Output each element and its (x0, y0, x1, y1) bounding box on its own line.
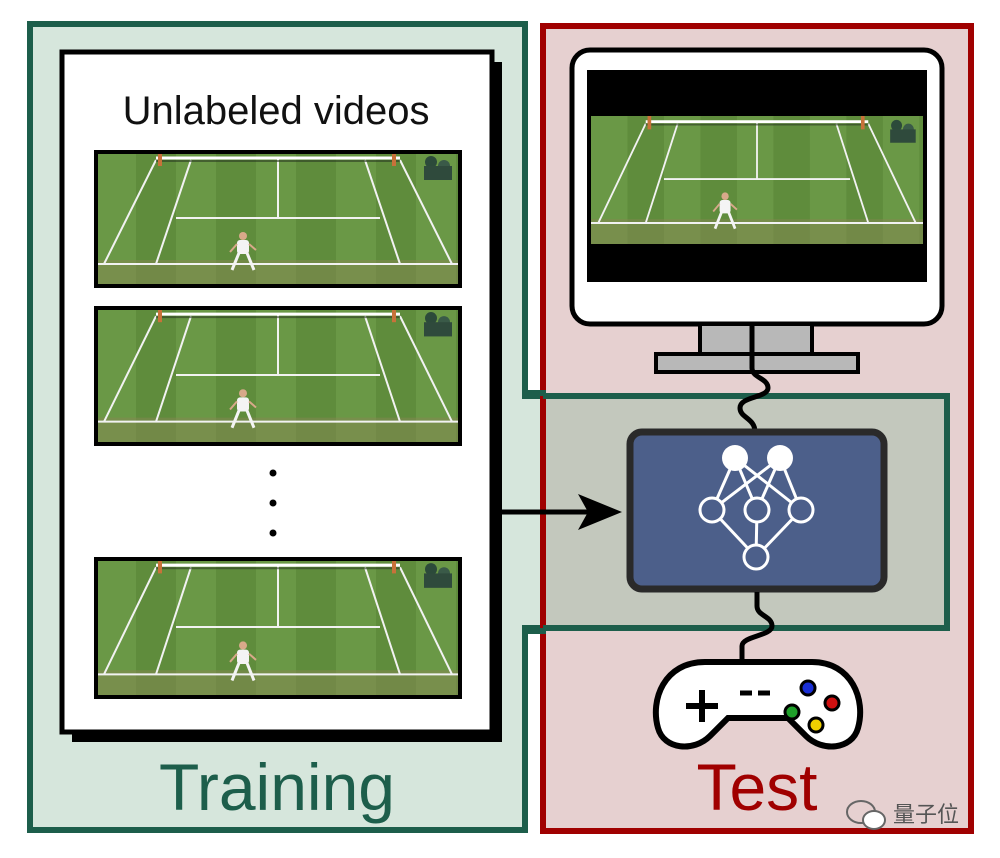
monitor-icon (569, 47, 945, 374)
cable-bottom (739, 592, 775, 662)
frames-title: Unlabeled videos (123, 89, 430, 133)
cable-top (737, 324, 771, 433)
ellipsis-dots (269, 469, 277, 537)
neural-network-icon (626, 428, 888, 593)
video-frame-2 (94, 306, 462, 446)
training-label: Training (159, 750, 395, 824)
watermark-text: 量子位 (893, 803, 959, 828)
arrow-right-icon (494, 494, 622, 530)
watermark-logo (846, 800, 886, 830)
video-frame-1 (94, 150, 462, 288)
video-frame-3 (94, 557, 462, 699)
test-label: Test (696, 750, 817, 824)
gamepad-icon (652, 659, 864, 750)
